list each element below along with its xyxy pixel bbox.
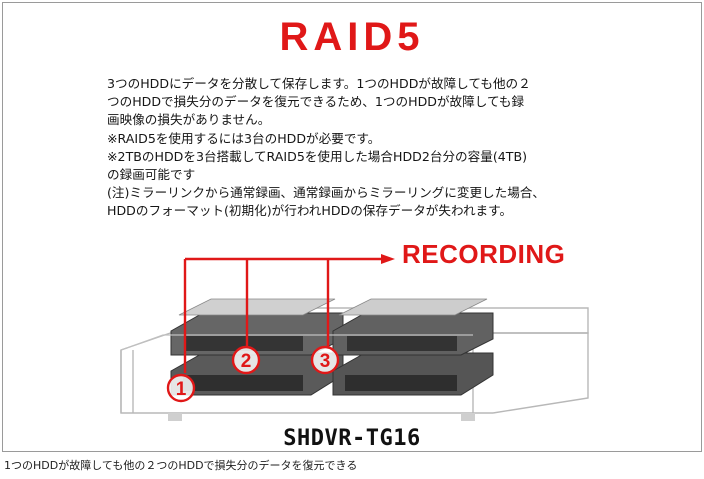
disk-marker-label: 3 (320, 351, 331, 372)
note-line: ※RAID5を使用するには3台のHDDが必要です。 (107, 130, 381, 146)
description-line: つのHDDで損失分のデータを復元できるため、1つのHDDが故障しても録 (107, 94, 525, 110)
disk-marker-label: 1 (176, 379, 187, 400)
model-name: SHDVR-TG16 (283, 426, 421, 451)
hdd-drive (170, 298, 344, 356)
dvr-foot (461, 413, 475, 421)
recording-arrow-icon (381, 254, 395, 264)
disk-marker-2 (231, 345, 261, 375)
figure-frame: RAID5 3つのHDDにデータを分散して保存します。1つのHDDが故障しても他… (2, 2, 702, 452)
hdd-drive (332, 298, 494, 356)
disk-marker-label: 2 (241, 351, 252, 372)
disk-marker-1 (166, 373, 196, 403)
note-line: ※2TBのHDDを3台搭載してRAID5を使用した場合HDD2台分の容量(4TB… (107, 148, 528, 164)
note-line: の録画可能です (107, 167, 196, 183)
recording-lines (183, 257, 381, 373)
disk-marker-3 (310, 345, 340, 375)
dvr-foot (168, 413, 182, 421)
raid-title: RAID5 (279, 15, 425, 59)
dvr-diagram: 1 2 3 (120, 254, 589, 421)
description-text: 3つのHDDにデータを分散して保存します。1つのHDDが故障しても他の２ つのH… (107, 75, 607, 221)
description-line: 画映像の損失がありません。 (107, 112, 271, 128)
warning-line: (注)ミラーリンクから通常録画、通常録画からミラーリングに変更した場合、 (107, 185, 546, 201)
warning-line: HDDのフォーマット(初期化)が行われHDDの保存データが失われます。 (107, 203, 513, 219)
figure-caption: 1つのHDDが故障しても他の２つのHDDで損失分のデータを復元できる (4, 459, 358, 472)
description-line: 3つのHDDにデータを分散して保存します。1つのHDDが故障しても他の２ (107, 76, 531, 91)
recording-label: RECORDING (402, 239, 566, 269)
